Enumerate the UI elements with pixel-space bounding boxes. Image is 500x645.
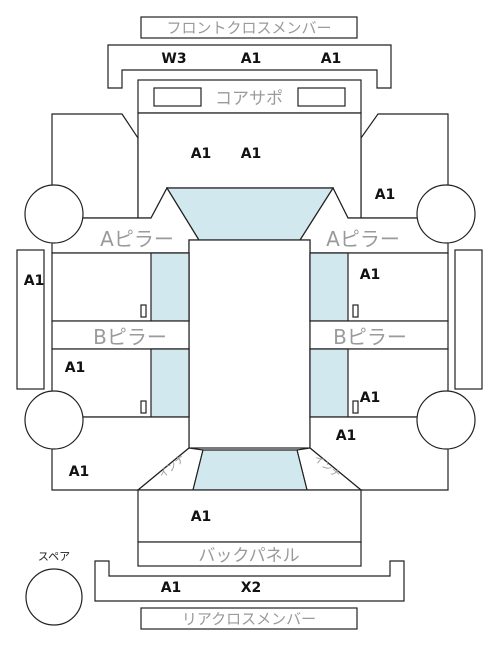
left-rear-door-mark: A1 [65, 360, 86, 376]
left-a-pillar-label: Aピラー [100, 227, 174, 251]
rear-cross-member-label: リアクロスメンバー [182, 610, 316, 628]
right-front-wheel [416, 184, 476, 244]
core-support-left-lamp [153, 87, 202, 107]
left-rear-fender-mark: A1 [69, 464, 90, 480]
right-rear-door-mark: A1 [360, 390, 381, 406]
trunk-mark: A1 [191, 509, 212, 525]
hood-mark-a1-left: A1 [191, 146, 212, 162]
rear-window [192, 449, 308, 491]
left-b-pillar-label: Bピラー [93, 325, 167, 349]
core-support-label: コアサポ [215, 89, 283, 109]
right-rear-fender-mark: A1 [336, 428, 357, 444]
rear-cross-member-label-box [140, 607, 358, 630]
left-front-wheel [24, 184, 84, 244]
right-b-pillar [309, 320, 449, 350]
right-front-fender-mark: A1 [375, 187, 396, 203]
roof [188, 239, 311, 449]
right-front-door-window [309, 252, 349, 322]
rear-cross-mark-x2: X2 [241, 580, 262, 596]
rear-cross-mark-a1: A1 [161, 580, 182, 596]
right-rear-wheel [416, 390, 476, 450]
front-cross-member-label-box [140, 16, 358, 39]
right-front-door-mark: A1 [360, 267, 381, 283]
right-front-door-handle [352, 304, 359, 318]
left-b-pillar [51, 320, 190, 350]
rear-cross-member [94, 560, 405, 602]
left-front-door-window [150, 252, 190, 322]
front-cross-mark-w3: W3 [161, 51, 186, 67]
spare-tire [25, 568, 83, 626]
back-panel [137, 541, 362, 567]
front-cross-member-label: フロントクロスメンバー [166, 19, 331, 37]
right-rear-door-window [309, 348, 349, 418]
left-rear-wheel [24, 390, 84, 450]
right-side-step [454, 249, 483, 390]
right-a-pillar-label: Aピラー [326, 227, 400, 251]
right-rear-door-handle [352, 400, 359, 414]
left-side-step [16, 249, 45, 390]
front-cross-mark-a1-right: A1 [321, 51, 342, 67]
right-b-pillar-label: Bピラー [333, 325, 407, 349]
spare-label: スペア [38, 550, 70, 563]
core-support-right-lamp [297, 87, 346, 107]
front-cross-mark-a1-center: A1 [241, 51, 262, 67]
back-panel-label: バックパネル [198, 546, 299, 566]
trunk-lid [137, 489, 362, 543]
hood-mark-a1-right: A1 [241, 146, 262, 162]
left-front-door-handle [140, 304, 147, 318]
left-side-step-mark: A1 [24, 273, 45, 289]
front-cross-member [107, 44, 392, 89]
left-rear-door-handle [140, 400, 147, 414]
left-rear-door-window [150, 348, 190, 418]
